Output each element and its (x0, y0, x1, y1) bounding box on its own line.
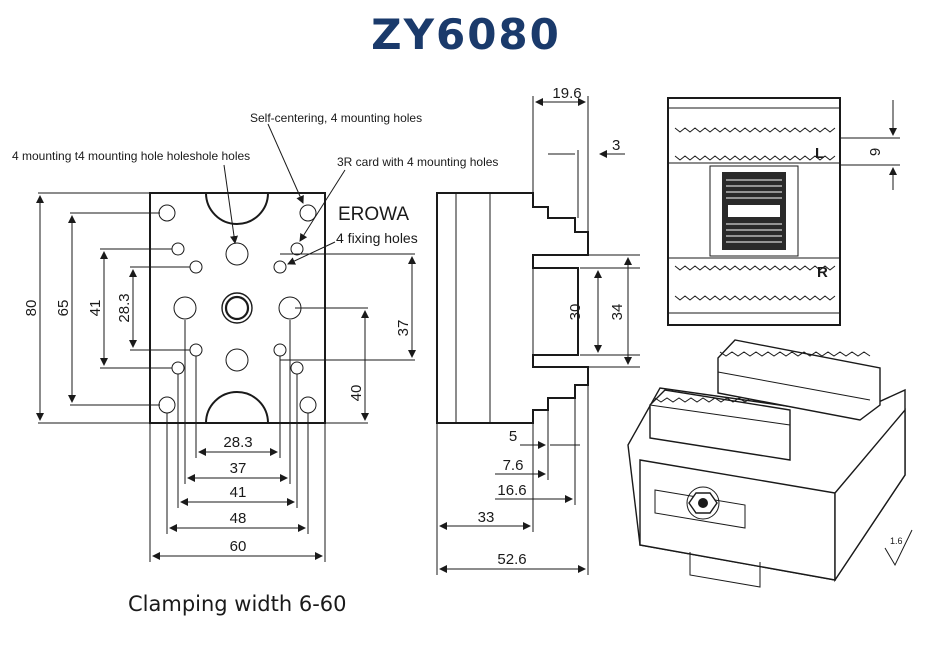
annotation-self-centering: Self-centering, 4 mounting holes (250, 111, 422, 125)
dim-52-6: 52.6 (497, 551, 526, 568)
dim-41-horizontal: 41 (230, 484, 247, 501)
dim-34: 34 (609, 304, 626, 321)
dim-28-3-vertical: 28.3 (116, 293, 133, 322)
jaw-L (667, 107, 841, 164)
label-L: L (815, 145, 824, 162)
annotation-mounting-t4: 4 mounting t4 mounting hole holeshole ho… (12, 149, 250, 163)
dim-40-vertical: 40 (348, 385, 365, 402)
dim-60-horizontal: 60 (230, 538, 247, 555)
mounting-holes (158, 204, 317, 414)
dim-30: 30 (567, 304, 584, 321)
dim-33: 33 (478, 509, 495, 526)
dim-7-6: 7.6 (503, 457, 524, 474)
dim-3: 3 (612, 137, 620, 154)
page-title: ZY6080 (371, 10, 561, 59)
dim-37-horizontal: 37 (230, 460, 247, 477)
side-view: 19.6 3 30 34 5 7.6 16.6 (436, 85, 640, 575)
dim-28-3-horizontal: 28.3 (223, 434, 252, 451)
annotation-3r-card: 3R card with 4 mounting holes (337, 155, 498, 169)
dim-65: 65 (55, 300, 72, 317)
dim-48-horizontal: 48 (230, 510, 247, 527)
clamping-width-caption: Clamping width 6-60 (128, 592, 347, 616)
dim-80: 80 (23, 300, 40, 317)
front-view: 80 65 41 28.3 37 40 (12, 111, 498, 562)
side-profile (436, 192, 589, 424)
bottom-notch (205, 391, 269, 424)
annotation-fixing-holes: 4 fixing holes (336, 230, 418, 246)
top-view: 9 L R (667, 97, 900, 326)
dim-16-6: 16.6 (497, 482, 526, 499)
annotation-erowa: EROWA (338, 204, 409, 225)
roughness-value: 1.6 (890, 536, 903, 546)
dim-41: 41 (87, 300, 104, 317)
isometric-view: 1.6 (627, 339, 913, 588)
dim-5: 5 (509, 428, 517, 445)
label-R: R (817, 264, 828, 281)
dim-19-6: 19.6 (552, 85, 581, 102)
dim-37-vertical: 37 (395, 320, 412, 337)
top-notch (205, 192, 269, 225)
jaw-R (667, 257, 841, 314)
dim-9: 9 (867, 148, 884, 156)
